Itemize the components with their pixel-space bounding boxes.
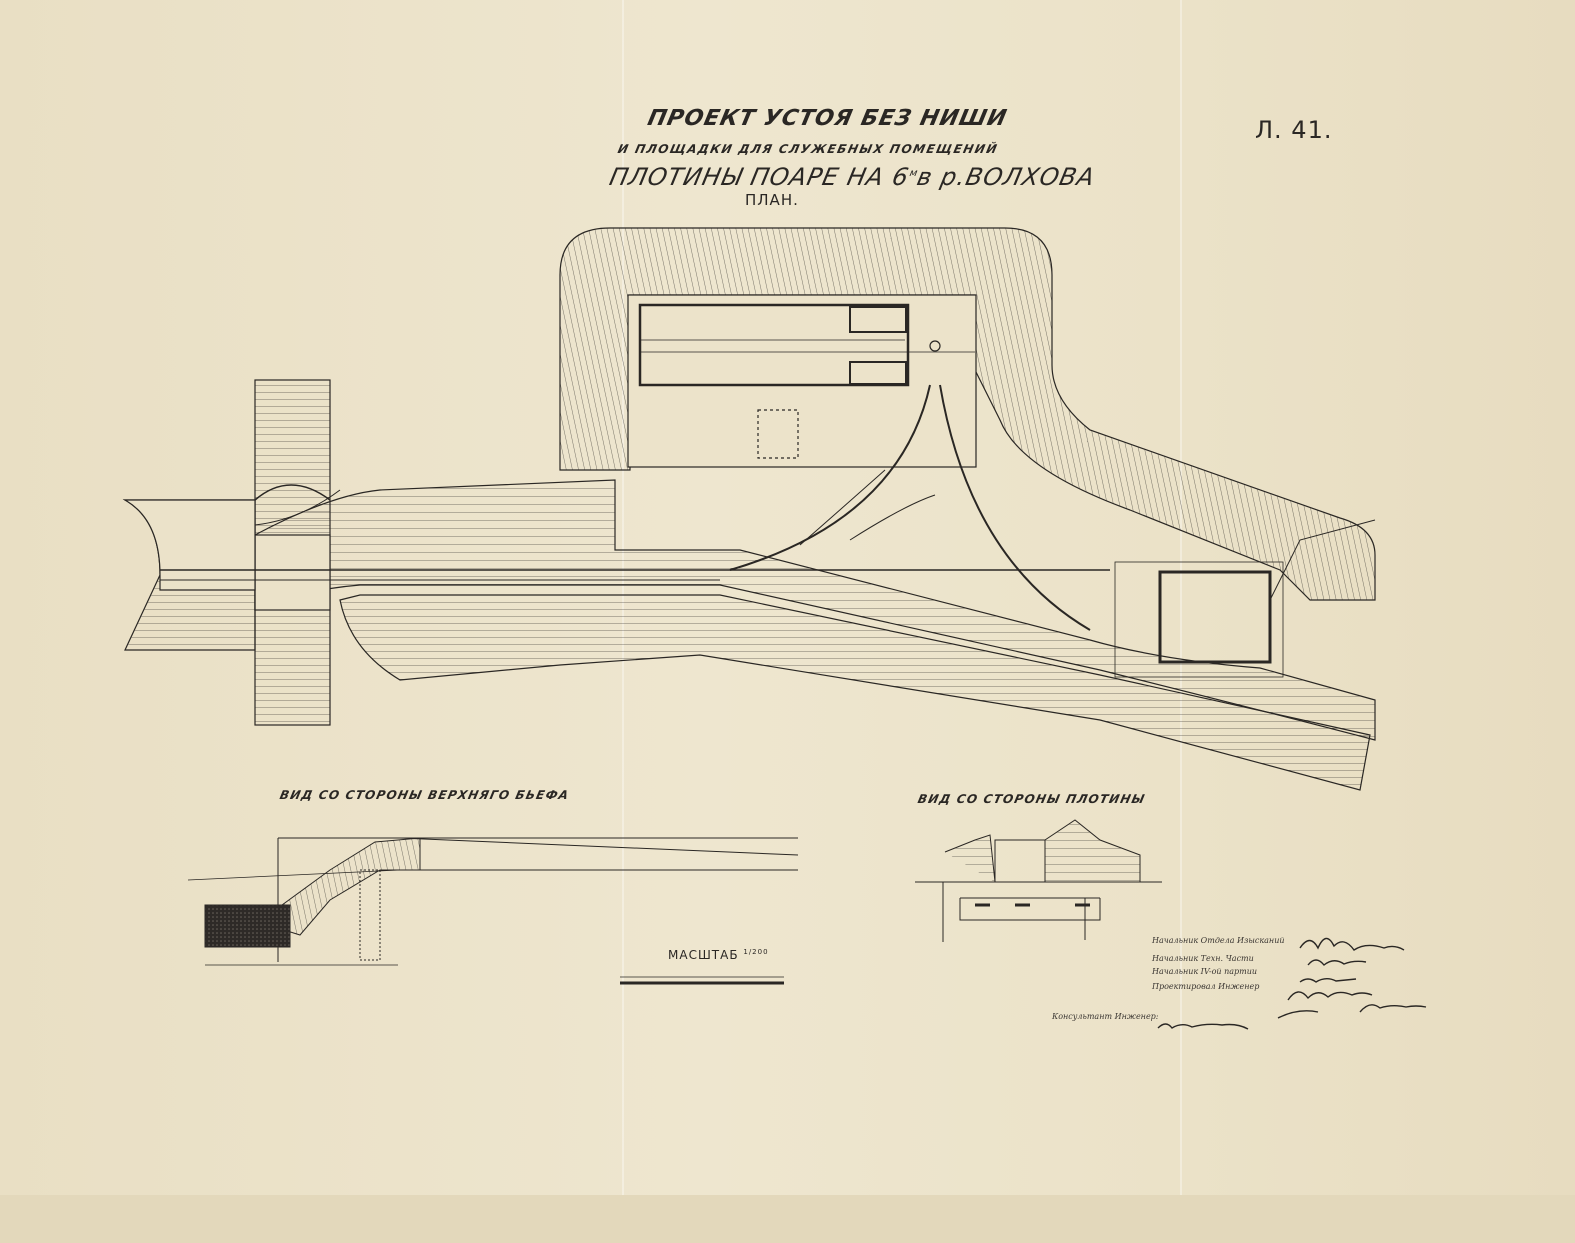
access-road-curve-1 [729, 384, 931, 571]
upper-embankment [559, 227, 1376, 601]
upstream-section [187, 837, 799, 966]
access-road-curve-2 [939, 384, 1091, 631]
building-room-2 [849, 361, 907, 385]
scale-label: МАСШТАБ 1/200 [668, 948, 769, 962]
fold-line-right [1180, 0, 1182, 1243]
plan-view [122, 227, 1376, 791]
sheet-number: Л. 41. [1255, 116, 1333, 144]
dam-side-view [915, 819, 1162, 942]
building-room-1 [849, 306, 907, 333]
plan-label: ПЛАН. [745, 191, 799, 209]
lower-embankment [339, 594, 1371, 791]
sheet-bottom-edge [0, 1195, 1575, 1243]
scale-label-text: МАСШТАБ [668, 948, 739, 962]
guard-house [757, 409, 799, 459]
scale-bar [620, 976, 784, 985]
service-building [1158, 570, 1272, 664]
main-road [254, 479, 1376, 741]
signature-row-4: Проектировал Инженер [1152, 982, 1260, 991]
upstream-ground [204, 904, 291, 948]
signature-row-2: Начальник Техн. Части [1152, 954, 1254, 963]
platform [627, 294, 977, 468]
signature-row-3: Начальник IV-ой партии [1152, 967, 1258, 976]
signature-scribbles [1157, 937, 1427, 1030]
scale-ratio: 1/200 [743, 948, 769, 956]
signature-row-1: Начальник Отдела Изысканий [1152, 936, 1285, 945]
consultant-label: Консультант Инженер: [1052, 1012, 1159, 1021]
building-storage [638, 303, 910, 387]
dam-building [994, 839, 1046, 883]
